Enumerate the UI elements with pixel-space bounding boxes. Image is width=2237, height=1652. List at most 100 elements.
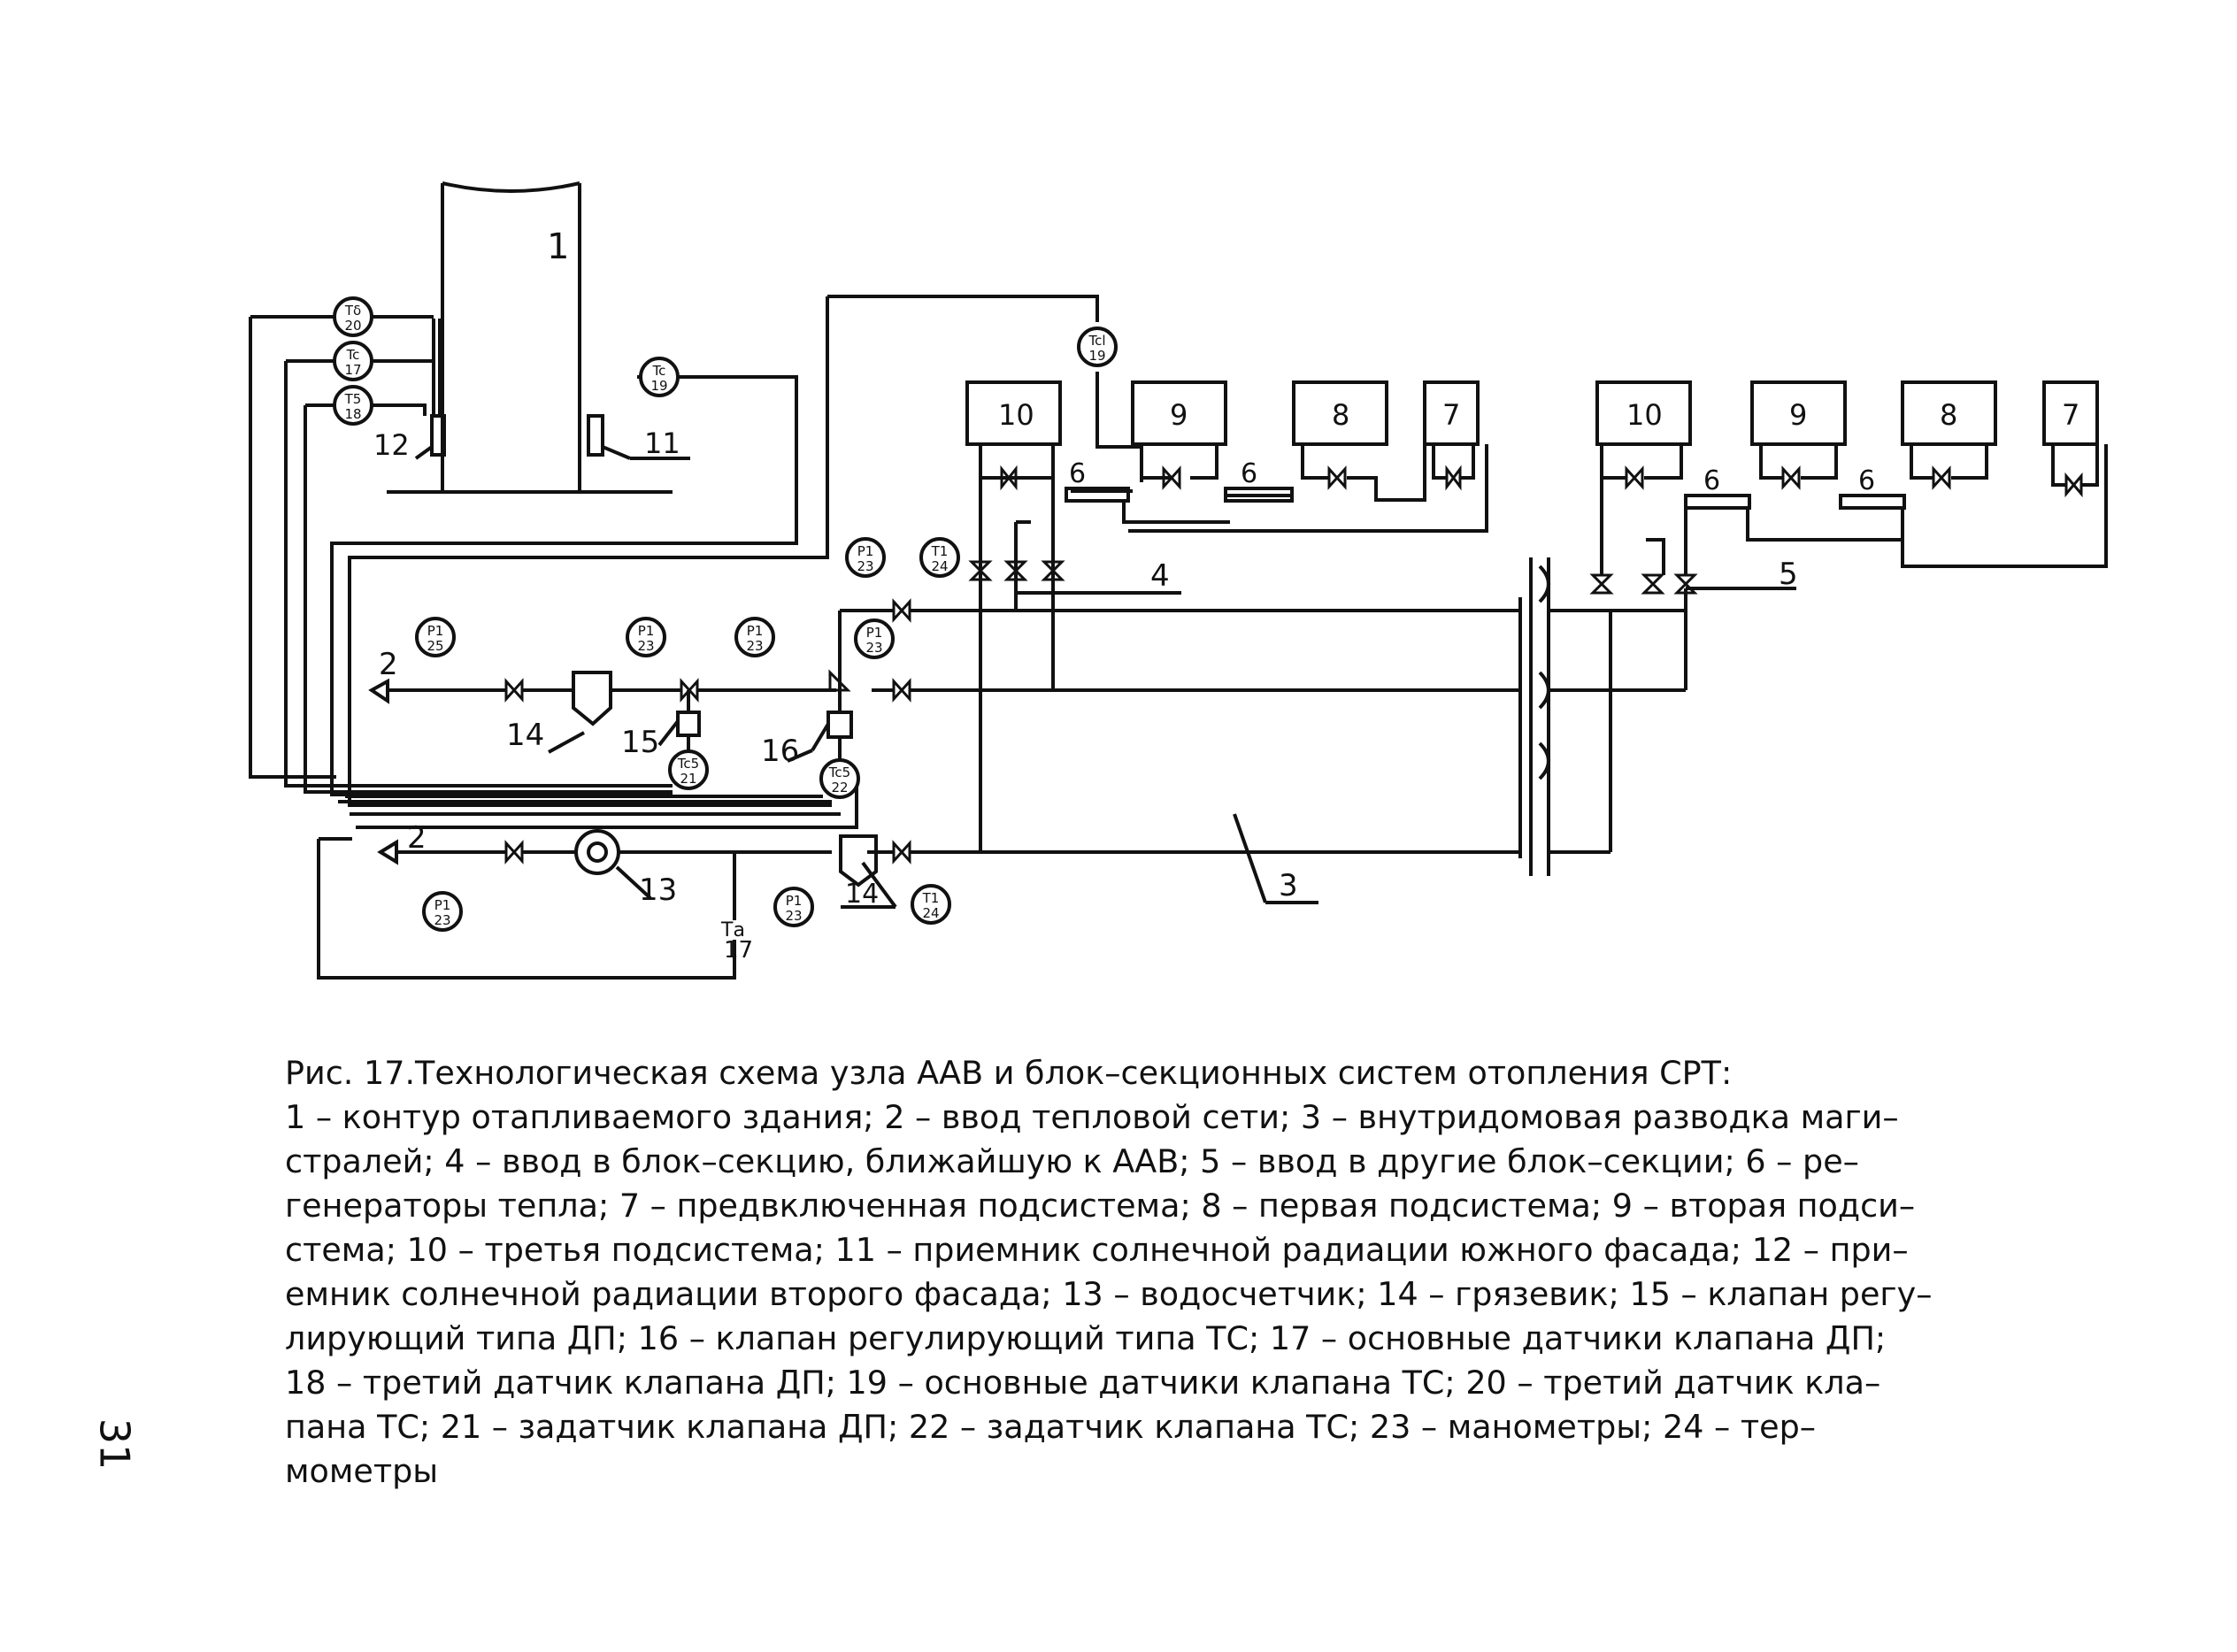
gauges: Tδ20Tc17T518Tc19Tcl19P125P123P123P123T12… (333, 296, 1118, 932)
valve-15-dp (676, 711, 701, 737)
caption-line: 18 – третий датчик клапана ДП; 19 – осно… (285, 1364, 1881, 1402)
valve-icon (1589, 573, 1614, 595)
mud-trap-14-top (572, 671, 612, 726)
ta-17-top-label: Tа (720, 919, 745, 941)
gauge-bottom-text: 23 (857, 558, 873, 574)
gauge-top-text: Tc5 (677, 756, 699, 772)
valve-icon (504, 678, 524, 703)
subsystem-9-far (1750, 380, 1847, 446)
subsystem-7-far (2042, 380, 2099, 446)
valve-icon (1003, 560, 1028, 581)
input-5-label: 5 (1779, 557, 1798, 592)
subsystem-8-near-label: 8 (1332, 398, 1349, 432)
valve-icon (1162, 465, 1181, 490)
subsystem-8-near (1292, 380, 1388, 446)
regenerator-6-c (1684, 494, 1751, 510)
caption-line: емник солнечной радиации второго фасада;… (285, 1275, 1933, 1313)
gauge-top-text: Tc (652, 363, 666, 379)
valve-icon (1932, 465, 1951, 490)
valve-icon (892, 598, 911, 623)
valve-icon (2064, 472, 2083, 498)
subsystem-10-near-label: 10 (998, 398, 1034, 432)
caption-title: Рис. 17.Технологическая схема узла ААВ и… (285, 1054, 1733, 1092)
gauge-top-text: Tδ (344, 303, 361, 319)
subsystem-10-near (965, 380, 1062, 446)
regenerator-6-d (1839, 494, 1906, 510)
subsystem-7-near (1423, 380, 1480, 446)
valve-icon (1625, 465, 1644, 490)
regenerator-6-b-label: 6 (1241, 458, 1257, 489)
gauge-top-text: T1 (931, 543, 949, 559)
gauge-bottom-text: 23 (637, 638, 654, 654)
mud-trap-14-bottom-label: 14 (845, 879, 879, 910)
gauge-top-text: T1 (922, 890, 940, 906)
gauge-bottom-text: 23 (746, 638, 763, 654)
subsystem-7-far-label: 7 (2062, 398, 2079, 432)
gauge-bottom-text: 20 (344, 318, 361, 334)
gauge-top-text: P1 (866, 625, 883, 641)
receiver-11-label: 11 (644, 426, 680, 460)
gauge-bottom-text: 19 (650, 378, 667, 394)
subsystem-10-far-label: 10 (1626, 398, 1663, 432)
gauge-top-text: P1 (857, 543, 874, 559)
gauge-top-text: P1 (638, 623, 655, 639)
caption-line: генераторы тепла; 7 – предвключенная под… (285, 1187, 1916, 1225)
subsystem-7-near-label: 7 (1442, 398, 1460, 432)
subsystem-8-far (1901, 380, 1997, 446)
caption-line: стема; 10 – третья подсистема; 11 – прие… (285, 1231, 1909, 1269)
subsystem-9-near-label: 9 (1170, 398, 1188, 432)
gauge-bottom-text: 24 (922, 905, 939, 921)
input-2-top-label: 2 (379, 647, 398, 682)
valve-15-label: 15 (621, 725, 659, 760)
return-line (377, 597, 1522, 865)
gauge-top-text: P1 (427, 623, 444, 639)
caption-line: пана ТС; 21 – задатчик клапана ДП; 22 – … (285, 1408, 1817, 1446)
valve-icon (504, 840, 524, 864)
valve-icon (1445, 465, 1462, 491)
gauge-top-text: Tc (346, 347, 360, 363)
caption-line: лирующий типа ДП; 16 – клапан регулирующ… (285, 1319, 1887, 1357)
valve-icon (892, 840, 911, 864)
valve-icon (892, 678, 911, 703)
valve-icon (680, 678, 699, 703)
caption-line: стралей; 4 – ввод в блок–секцию, ближайш… (285, 1142, 1859, 1180)
valve-16-label: 16 (761, 734, 799, 769)
regenerator-6-c-label: 6 (1703, 465, 1720, 496)
input-4-label: 4 (1150, 558, 1170, 594)
valve-icon (968, 560, 993, 581)
mud-trap-14-top-label: 14 (506, 718, 544, 753)
gauge-bottom-text: 21 (680, 771, 696, 787)
pipe-break-marks (1529, 557, 1550, 876)
water-meter-13-label: 13 (639, 872, 677, 908)
valve-icon (1041, 560, 1065, 581)
caption-line: мометры (285, 1452, 439, 1490)
valve-icon (1673, 573, 1698, 595)
ta-17-bottom-label: 17 (724, 937, 753, 964)
supply-line (368, 678, 1520, 704)
page-number: 31 (90, 1418, 139, 1471)
subsystem-10-far (1595, 380, 1692, 446)
near-section-subsystems (965, 380, 1488, 533)
gauge-bottom-text: 18 (344, 406, 361, 422)
gauge-bottom-text: 22 (831, 780, 848, 795)
subsystem-8-far-label: 8 (1940, 398, 1957, 432)
valve-icon (1781, 465, 1801, 490)
valve-icon (1000, 465, 1018, 491)
regenerator-6-d-label: 6 (1858, 465, 1875, 496)
water-meter-13 (574, 829, 620, 875)
gauge-top-text: P1 (434, 897, 451, 913)
gauge-bottom-text: 23 (785, 908, 802, 924)
